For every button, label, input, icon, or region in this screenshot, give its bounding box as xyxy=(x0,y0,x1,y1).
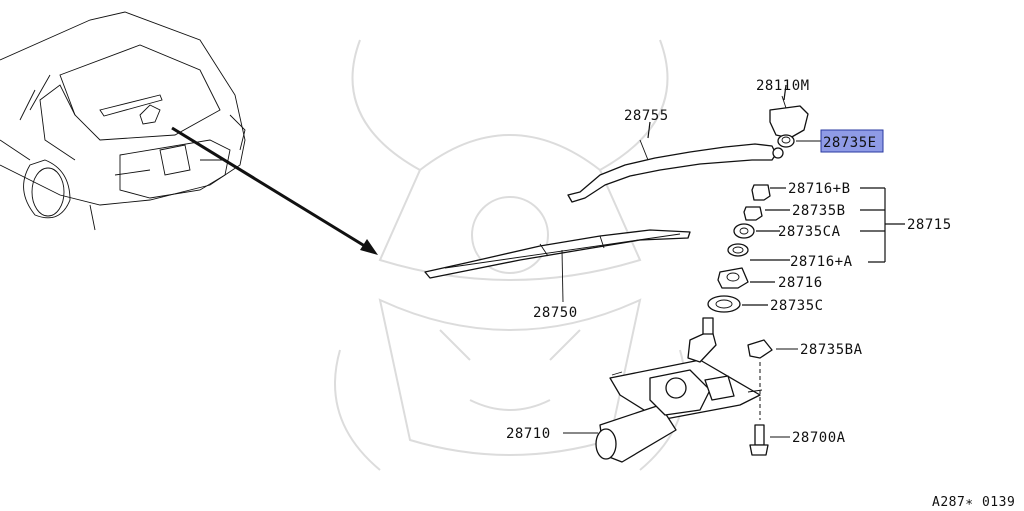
label-28700A[interactable]: 28700A xyxy=(792,430,846,446)
label-28735B[interactable]: 28735B xyxy=(792,203,846,219)
nut-28735E-part xyxy=(777,134,822,148)
car-rear-illustration xyxy=(0,11,246,231)
label-28750[interactable]: 28750 xyxy=(533,305,578,321)
label-28735BA[interactable]: 28735BA xyxy=(800,342,863,358)
wiper-arm xyxy=(567,139,784,203)
wiper-blade xyxy=(424,229,691,303)
label-28755[interactable]: 28755 xyxy=(624,108,669,124)
wiper-motor xyxy=(563,317,763,463)
highlight-box xyxy=(820,129,884,153)
diagram-code: A287∗ 0139 xyxy=(932,495,1015,510)
label-28735C[interactable]: 28735C xyxy=(770,298,824,314)
clip-and-bolt xyxy=(747,339,798,456)
washer-stack xyxy=(707,184,771,313)
label-28710[interactable]: 28710 xyxy=(506,426,551,442)
label-28110M[interactable]: 28110M xyxy=(756,78,810,94)
label-28735E[interactable]: 28735E xyxy=(823,135,877,151)
label-28715[interactable]: 28715 xyxy=(907,217,952,233)
label-28716-plus-b[interactable]: 28716+B xyxy=(788,181,851,197)
label-28716-plus-a[interactable]: 28716+A xyxy=(790,254,853,270)
pivot-cap xyxy=(769,95,809,139)
label-28735CA[interactable]: 28735CA xyxy=(778,224,841,240)
pointer-arrow xyxy=(171,126,378,255)
leader-lines xyxy=(647,84,905,306)
label-28716[interactable]: 28716 xyxy=(778,275,823,291)
